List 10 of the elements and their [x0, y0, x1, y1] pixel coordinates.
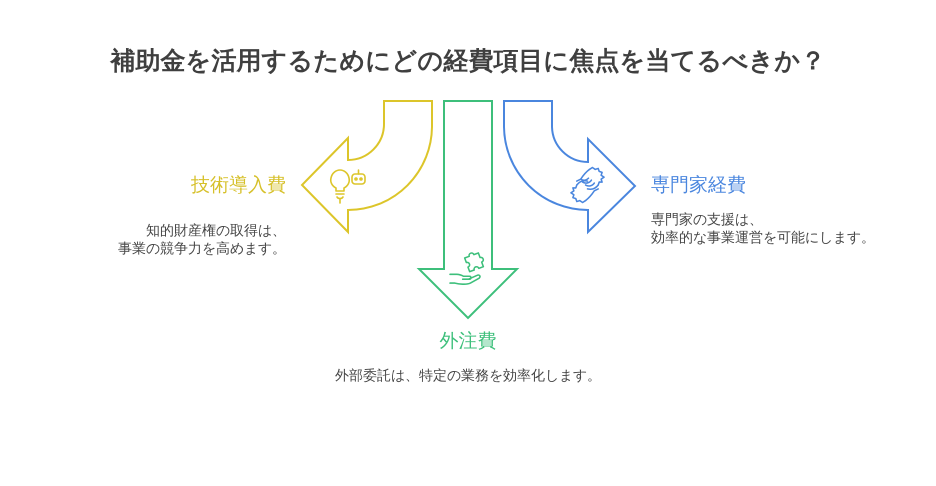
curved-arrow	[503, 100, 636, 233]
category-heading: 外注費	[440, 329, 496, 353]
down-arrow	[416, 100, 520, 320]
description-text: 知的財産権の取得は、事業の競争力を高めます。	[117, 222, 286, 258]
title: 補助金を活用するためにどの経費項目に焦点を当てるべきか？	[110, 45, 826, 77]
curved-arrow	[301, 100, 433, 233]
description-text: 専門家の支援は、効率的な事業運営を可能にします。	[651, 211, 873, 247]
description-text: 外部委託は、特定の業務を効率化します。	[335, 367, 601, 385]
category-heading: 技術導入費	[191, 173, 286, 197]
category-heading: 専門家経費	[651, 173, 746, 197]
